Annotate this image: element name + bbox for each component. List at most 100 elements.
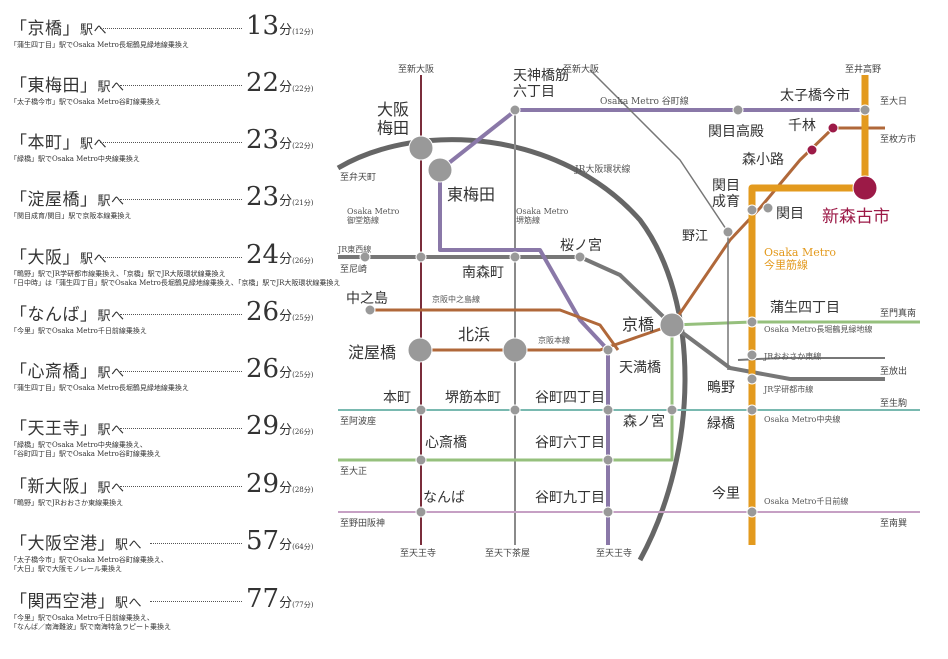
minutes-value: 13: [246, 11, 280, 41]
station-label: 千林: [788, 118, 816, 134]
leader-dots: [120, 199, 242, 200]
direction-label: 至生駒: [880, 397, 907, 409]
line-label: JR大阪環状線: [574, 163, 630, 175]
station-label: 本町: [383, 390, 411, 406]
station-label: 桜ノ宮: [560, 238, 602, 254]
minutes-alt: (21分): [292, 199, 314, 207]
station-name: 「天王寺」: [10, 419, 98, 439]
travel-minutes: 23分(22分): [246, 125, 313, 155]
station-label: 京橋: [622, 315, 654, 334]
station-marker: [509, 251, 521, 263]
jr-osaka-loop-line: [336, 137, 688, 562]
minutes-unit: 分: [279, 137, 293, 152]
jr-tozai-line: [338, 255, 885, 381]
station-marker: [859, 104, 871, 116]
direction-label: 至枚方市: [880, 133, 916, 145]
station-marker: [415, 506, 427, 518]
direction-label: 至野田阪神: [340, 517, 385, 529]
minutes-unit: 分: [279, 80, 293, 95]
travel-minutes: 26分(25分): [246, 354, 313, 384]
route-map: 天神橋筋六丁目大阪梅田東梅田太子橋今市千林森小路関目高殿関目成育関目野江桜ノ宮南…: [336, 63, 920, 562]
minutes-unit: 分: [279, 538, 293, 553]
transfer-note: 「太子橋今市」駅でOsaka Metro谷町線乗換え、: [10, 556, 168, 564]
transfer-note: 「蒲生四丁目」駅でOsaka Metro長堀鶴見緑地線乗換え: [10, 384, 189, 392]
minutes-alt: (22分): [292, 142, 314, 150]
station-marker: [602, 344, 614, 356]
to-station-suffix: 駅へ: [97, 309, 125, 324]
line-label: 京阪中之島線: [432, 294, 480, 304]
station-name: 「大阪」: [10, 248, 80, 268]
station-label: 蒲生四丁目: [770, 300, 840, 316]
leader-dots: [120, 314, 242, 315]
direction-label: 至新大阪: [563, 63, 599, 75]
station-marker: [364, 304, 376, 316]
station-marker: [359, 251, 371, 263]
minutes-value: 77: [246, 584, 280, 614]
minutes-unit: 分: [279, 423, 293, 438]
direction-label: 至弁天町: [340, 171, 376, 183]
station-marker: [746, 349, 758, 361]
station-name: 「関西空港」: [10, 592, 115, 612]
destination-station: 「なんば」駅へ: [10, 300, 125, 325]
station-label: なんば: [423, 490, 465, 506]
transfer-note: 「関目成育/関目」駅で京阪本線乗換え: [10, 212, 132, 220]
station-marker: [659, 312, 685, 338]
to-station-suffix: 駅へ: [97, 194, 125, 209]
minutes-value: 24: [246, 240, 280, 270]
line-label: Osaka Metro長堀鶴見緑地線: [764, 324, 872, 334]
line-label: JR東西線: [337, 244, 371, 254]
minutes-value: 57: [246, 526, 280, 556]
direction-label: 至天下茶屋: [485, 547, 530, 559]
station-marker: [602, 506, 614, 518]
direction-label: 至門真南: [880, 307, 916, 319]
destination-station: 「関西空港」駅へ: [10, 587, 142, 612]
station-label: 野江: [682, 229, 708, 244]
station-marker: [732, 104, 744, 116]
station-label: 淀屋橋: [348, 343, 396, 362]
travel-minutes: 13分(12分): [246, 11, 313, 41]
keihan-main-line: [420, 126, 885, 352]
direction-label: 至井高野: [845, 63, 881, 75]
minutes-unit: 分: [279, 309, 293, 324]
station-marker: [746, 316, 758, 328]
transfer-note: 「今里」駅でOsaka Metro千日前線乗換え、: [10, 614, 154, 622]
highlight-station-label: 新森古市: [822, 207, 890, 227]
travel-minutes: 77分(77分): [246, 584, 313, 614]
leader-dots: [120, 85, 242, 86]
direction-label: 至南巽: [880, 517, 907, 529]
minutes-alt: (28分): [292, 486, 314, 494]
destination-station: 「淀屋橋」駅へ: [10, 185, 125, 210]
station-label: 今里: [712, 486, 740, 502]
leader-dots: [100, 257, 242, 258]
transfer-note: 「鴫野」駅でJR学研都市線乗換え、「京橋」駅でJR大阪環状線乗換え: [10, 270, 226, 278]
station-marker: [806, 144, 818, 156]
station-marker: [746, 204, 758, 216]
station-name: 「本町」: [10, 133, 80, 153]
station-name: 「京橋」: [10, 19, 80, 39]
station-marker: [509, 404, 521, 416]
tanimachi-line: [438, 108, 738, 545]
station-name: 「なんば」: [10, 305, 98, 325]
station-marker: [509, 104, 521, 116]
station-marker: [666, 404, 678, 416]
minutes-value: 29: [246, 411, 280, 441]
transfer-note: 「鴫野」駅でJRおおさか東線乗換え: [10, 499, 124, 507]
direction-label: 至新大阪: [398, 63, 434, 75]
destination-station: 「京橋」駅へ: [10, 14, 107, 39]
station-label: 東梅田: [447, 185, 495, 204]
station-label: 鴫野: [707, 380, 735, 396]
leader-dots: [120, 371, 242, 372]
direction-label: 至大正: [340, 465, 367, 477]
minutes-value: 22: [246, 68, 280, 98]
destination-station: 「本町」駅へ: [10, 128, 107, 153]
station-label: 谷町四丁目: [535, 390, 605, 406]
transfer-note: 「緑橋」駅でOsaka Metro中央線乗換え、: [10, 441, 147, 449]
minutes-unit: 分: [279, 596, 293, 611]
travel-minutes: 22分(22分): [246, 68, 313, 98]
direction-label: 至大日: [880, 95, 907, 107]
minutes-unit: 分: [279, 252, 293, 267]
station-marker: [415, 454, 427, 466]
